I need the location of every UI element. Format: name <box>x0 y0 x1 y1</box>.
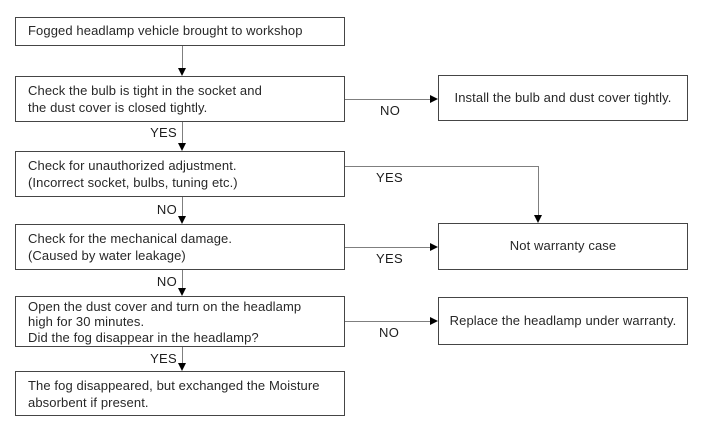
arrowhead-down-icon <box>178 288 186 296</box>
connector-start-to-checkbulb <box>182 46 183 69</box>
edge-label-mechanical-no: NO <box>156 274 177 289</box>
arrowhead-right-icon <box>430 95 438 103</box>
node-not-warranty: Not warranty case <box>438 223 688 270</box>
node-install-bulb: Install the bulb and dust cover tightly. <box>438 75 688 121</box>
edge-label-adjustment-no: NO <box>156 202 177 217</box>
connector-fogtest-to-disappeared <box>182 347 183 363</box>
edge-label-bulb-yes: YES <box>150 125 177 140</box>
edge-label-fog-yes: YES <box>150 351 177 366</box>
node-fog-disappeared: The fog disappeared, but exchanged the M… <box>15 371 345 416</box>
arrowhead-down-icon <box>178 363 186 371</box>
node-replace-headlamp: Replace the headlamp under warranty. <box>438 297 688 345</box>
edge-label-bulb-no: NO <box>380 103 401 118</box>
node-check-bulb: Check the bulb is tight in the socket an… <box>15 76 345 122</box>
connector-mechanical-to-fogtest <box>182 270 183 289</box>
node-check-mechanical: Check for the mechanical damage. (Caused… <box>15 224 345 270</box>
connector-adjustment-to-notwarranty-v <box>538 166 539 215</box>
node-fog-test: Open the dust cover and turn on the head… <box>15 296 345 347</box>
edge-label-fog-no: NO <box>379 325 400 340</box>
arrowhead-down-icon <box>178 216 186 224</box>
edge-label-mechanical-yes: YES <box>376 251 403 266</box>
connector-adjustment-to-notwarranty-h <box>345 166 539 167</box>
edge-label-adjustment-yes: YES <box>376 170 403 185</box>
connector-checkbulb-to-install <box>345 99 430 100</box>
connector-checkbulb-to-adjustment <box>182 122 183 143</box>
node-start: Fogged headlamp vehicle brought to works… <box>15 17 345 46</box>
connector-mechanical-to-notwarranty <box>345 247 430 248</box>
arrowhead-down-icon <box>178 143 186 151</box>
arrowhead-right-icon <box>430 317 438 325</box>
arrowhead-right-icon <box>430 243 438 251</box>
arrowhead-down-icon <box>534 215 542 223</box>
node-check-adjustment: Check for unauthorized adjustment. (Inco… <box>15 151 345 197</box>
connector-fogtest-to-replace <box>345 321 430 322</box>
arrowhead-down-icon <box>178 68 186 76</box>
connector-adjustment-to-mechanical <box>182 197 183 216</box>
